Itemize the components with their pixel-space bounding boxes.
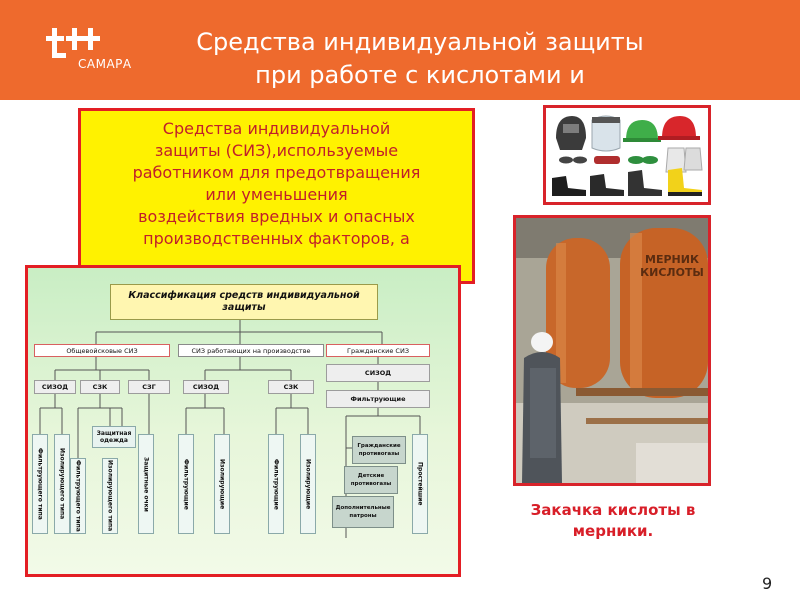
- leaf-child-gas-masks: Детские противогазы: [344, 466, 398, 494]
- leaf-filtering: Фильтрующие: [268, 434, 284, 534]
- definition-line: или уменьшения: [205, 185, 348, 204]
- leaf-filter-type: Фильтрующего типа: [32, 434, 48, 534]
- leaf-goggles: Защитные очки: [138, 434, 154, 534]
- node-szk: СЗК: [268, 380, 314, 394]
- header-bar: САМАРА Средства индивидуальной защиты пр…: [0, 0, 800, 100]
- ppe-illustration: [552, 115, 703, 196]
- definition-line: работником для предотвращения: [132, 163, 421, 182]
- definition-line: Средства индивидуальной: [162, 119, 391, 138]
- diagram-title-box: Классификация средств индивидуальной защ…: [110, 284, 378, 320]
- leaf-isolating: Изолирующие: [214, 434, 230, 534]
- leaf-isolating-type: Изолирующего типа: [54, 434, 70, 534]
- node-szg: СЗГ: [128, 380, 170, 394]
- acid-pumping-photo: МЕРНИК КИСЛОТЫ: [513, 215, 711, 486]
- leaf-filter-type: Фильтрующего типа: [70, 458, 86, 534]
- tank-label: МЕРНИК: [645, 253, 699, 266]
- ppe-equipment-photo: [543, 105, 711, 205]
- definition-line: производственных факторов, а: [143, 229, 410, 248]
- node-sizod: СИЗОД: [326, 364, 430, 382]
- title-line: при работе с кислотами и: [255, 61, 585, 89]
- category-military: Общевойсковые СИЗ: [34, 344, 170, 357]
- node-szk: СЗК: [80, 380, 120, 394]
- page-number: 9: [762, 574, 773, 593]
- node-filtering: Фильтрующие: [326, 390, 430, 408]
- definition-text: Средства индивидуальной защиты (СИЗ),исп…: [87, 118, 466, 250]
- t2-logo-icon: [46, 28, 100, 58]
- caption-line: Закачка кислоты в: [530, 501, 696, 519]
- leaf-filtering: Фильтрующие: [178, 434, 194, 534]
- photo-caption: Закачка кислоты в мерники.: [508, 500, 718, 542]
- leaf-protective-clothing: Защитная одежда: [92, 426, 136, 448]
- leaf-simplest: Простейшие: [412, 434, 428, 534]
- logo-text: САМАРА: [78, 57, 132, 71]
- page-title: Средства индивидуальной защиты при работ…: [150, 26, 690, 100]
- definition-line: защиты (СИЗ),используемые: [154, 141, 399, 160]
- title-line: Средства индивидуальной защиты: [196, 28, 644, 56]
- leaf-isolating: Изолирующие: [300, 434, 316, 534]
- node-sizod: СИЗОД: [34, 380, 76, 394]
- leaf-isolating-type: Изолирующего типа: [102, 458, 118, 534]
- category-civil: Гражданские СИЗ: [326, 344, 430, 357]
- leaf-civil-gas-masks: Гражданские противогазы: [352, 436, 406, 464]
- definition-box: Средства индивидуальной защиты (СИЗ),исп…: [78, 108, 475, 284]
- leaf-extra-cartridges: Дополнительные патроны: [332, 496, 394, 528]
- tank-label: КИСЛОТЫ: [640, 266, 704, 279]
- plant-illustration: МЕРНИК КИСЛОТЫ: [516, 218, 708, 483]
- diagram-connectors: [39, 320, 421, 538]
- classification-diagram: Классификация средств индивидуальной защ…: [25, 265, 461, 577]
- caption-line: мерники.: [572, 522, 654, 540]
- category-industrial: СИЗ работающих на производстве: [178, 344, 324, 357]
- definition-line: воздействия вредных и опасных: [138, 207, 415, 226]
- title-line: щелочами: [150, 92, 690, 100]
- node-sizod: СИЗОД: [183, 380, 229, 394]
